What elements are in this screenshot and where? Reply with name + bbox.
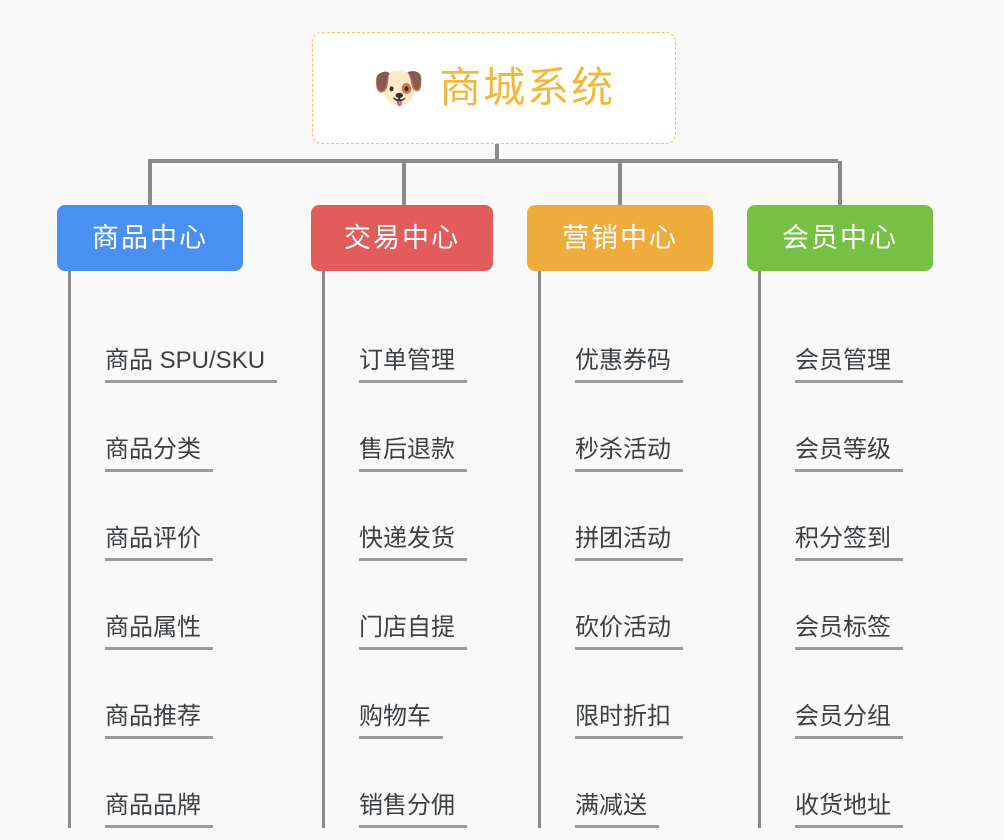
branch-item-underline: 满减送 [575, 793, 659, 828]
branch-item[interactable]: 限时折扣 [541, 650, 713, 739]
branch-item-underline: 砍价活动 [575, 615, 683, 650]
branch-item-label: 快递发货 [359, 524, 455, 552]
branch-item-label: 满减送 [575, 791, 647, 819]
branch-item-label: 销售分佣 [359, 791, 455, 819]
branch-header-member-center[interactable]: 会员中心 [747, 205, 933, 271]
branch-item-underline: 门店自提 [359, 615, 467, 650]
branch-item-label: 收货地址 [795, 791, 891, 819]
branch-item-label: 限时折扣 [575, 702, 671, 730]
branch-items-member-center: 会员管理会员等级积分签到会员标签会员分组收货地址 [758, 271, 933, 828]
connector-drop-0 [148, 161, 152, 207]
branch-item[interactable]: 秒杀活动 [541, 383, 713, 472]
page-title: 商城系统 [439, 64, 616, 111]
branch-item-label: 积分签到 [795, 524, 891, 552]
branch-item-underline: 积分签到 [795, 526, 903, 561]
branch-item-underline: 会员分组 [795, 704, 903, 739]
connector-root-stem [495, 144, 499, 162]
branch-header-label: 交易中心 [344, 222, 460, 253]
branch-item[interactable]: 快递发货 [325, 472, 493, 561]
branch-item-label: 会员分组 [795, 702, 891, 730]
branch-item-label: 会员管理 [795, 346, 891, 374]
branch-item-underline: 商品品牌 [105, 793, 213, 828]
branch-item-underline: 商品评价 [105, 526, 213, 561]
branch-item-underline: 销售分佣 [359, 793, 467, 828]
branch-item-underline: 拼团活动 [575, 526, 683, 561]
branch-header-label: 会员中心 [782, 222, 898, 253]
branch-item[interactable]: 满减送 [541, 739, 713, 828]
branch-header-label: 商品中心 [92, 222, 208, 253]
branch-item[interactable]: 商品评价 [71, 472, 243, 561]
branch-item-label: 商品属性 [105, 613, 201, 641]
branch-header-marketing-center[interactable]: 营销中心 [527, 205, 713, 271]
branch-item[interactable]: 购物车 [325, 650, 493, 739]
branch-item-underline: 会员等级 [795, 437, 903, 472]
branch-item[interactable]: 收货地址 [761, 739, 933, 828]
branch-item-underline: 购物车 [359, 704, 443, 739]
branch-item-label: 优惠券码 [575, 346, 671, 374]
branch-header-product-center[interactable]: 商品中心 [57, 205, 243, 271]
root-node[interactable]: 🐶 商城系统 [312, 32, 676, 144]
branch-item-label: 商品 SPU/SKU [105, 346, 266, 374]
branch-item-underline: 收货地址 [795, 793, 903, 828]
branch-item[interactable]: 商品推荐 [71, 650, 243, 739]
connector-horizontal-bus [148, 159, 838, 163]
branch-item-underline: 秒杀活动 [575, 437, 683, 472]
branch-item-label: 订单管理 [359, 346, 455, 374]
branch-item-underline: 限时折扣 [575, 704, 683, 739]
branch-item-underline: 快递发货 [359, 526, 467, 561]
branch-item[interactable]: 门店自提 [325, 561, 493, 650]
branch-item-label: 商品品牌 [105, 791, 201, 819]
branch-product-center: 商品中心商品 SPU/SKU 商品分类商品评价商品属性商品推荐商品品牌 [57, 205, 278, 828]
branch-item-label: 会员等级 [795, 435, 891, 463]
branch-item-label: 购物车 [359, 702, 431, 730]
branch-item-label: 砍价活动 [575, 613, 671, 641]
branch-item[interactable]: 商品 SPU/SKU [71, 294, 278, 383]
branch-item[interactable]: 商品分类 [71, 383, 243, 472]
branch-item[interactable]: 会员等级 [761, 383, 933, 472]
branch-item[interactable]: 会员管理 [761, 294, 933, 383]
branch-item[interactable]: 砍价活动 [541, 561, 713, 650]
branch-item[interactable]: 销售分佣 [325, 739, 493, 828]
branch-item-underline: 商品属性 [105, 615, 213, 650]
branch-item-underline: 会员标签 [795, 615, 903, 650]
connector-drop-1 [402, 161, 406, 207]
branch-member-center: 会员中心会员管理会员等级积分签到会员标签会员分组收货地址 [747, 205, 933, 828]
connector-drop-3 [838, 161, 842, 207]
branch-item[interactable]: 会员分组 [761, 650, 933, 739]
branch-item-label: 会员标签 [795, 613, 891, 641]
branch-item[interactable]: 优惠券码 [541, 294, 713, 383]
branch-items-product-center: 商品 SPU/SKU 商品分类商品评价商品属性商品推荐商品品牌 [68, 271, 278, 828]
branch-item[interactable]: 商品品牌 [71, 739, 243, 828]
branch-item[interactable]: 商品属性 [71, 561, 243, 650]
branch-items-trade-center: 订单管理售后退款快递发货门店自提购物车销售分佣 [322, 271, 493, 828]
branch-item[interactable]: 会员标签 [761, 561, 933, 650]
branch-header-trade-center[interactable]: 交易中心 [311, 205, 493, 271]
branch-item-label: 拼团活动 [575, 524, 671, 552]
branch-item-label: 商品分类 [105, 435, 201, 463]
branch-items-marketing-center: 优惠券码秒杀活动拼团活动砍价活动限时折扣满减送 [538, 271, 713, 828]
branch-item-label: 商品评价 [105, 524, 201, 552]
branch-item-label: 售后退款 [359, 435, 455, 463]
connector-drop-2 [618, 161, 622, 207]
branch-item[interactable]: 订单管理 [325, 294, 493, 383]
branch-item-underline: 优惠券码 [575, 348, 683, 383]
branch-item[interactable]: 拼团活动 [541, 472, 713, 561]
branch-item-underline: 会员管理 [795, 348, 903, 383]
branch-item-label: 秒杀活动 [575, 435, 671, 463]
branch-item-label: 商品推荐 [105, 702, 201, 730]
branch-trade-center: 交易中心订单管理售后退款快递发货门店自提购物车销售分佣 [311, 205, 493, 828]
branch-item-underline: 售后退款 [359, 437, 467, 472]
branch-item-underline: 商品 SPU/SKU [105, 346, 278, 383]
branch-item-underline: 商品推荐 [105, 704, 213, 739]
branch-marketing-center: 营销中心优惠券码秒杀活动拼团活动砍价活动限时折扣满减送 [527, 205, 713, 828]
branch-item-label: 门店自提 [359, 613, 455, 641]
branch-item-underline: 订单管理 [359, 348, 467, 383]
branch-item[interactable]: 积分签到 [761, 472, 933, 561]
branch-header-label: 营销中心 [562, 222, 678, 253]
branch-item-underline: 商品分类 [105, 437, 213, 472]
branch-item[interactable]: 售后退款 [325, 383, 493, 472]
dog-face-icon: 🐶 [372, 64, 426, 111]
